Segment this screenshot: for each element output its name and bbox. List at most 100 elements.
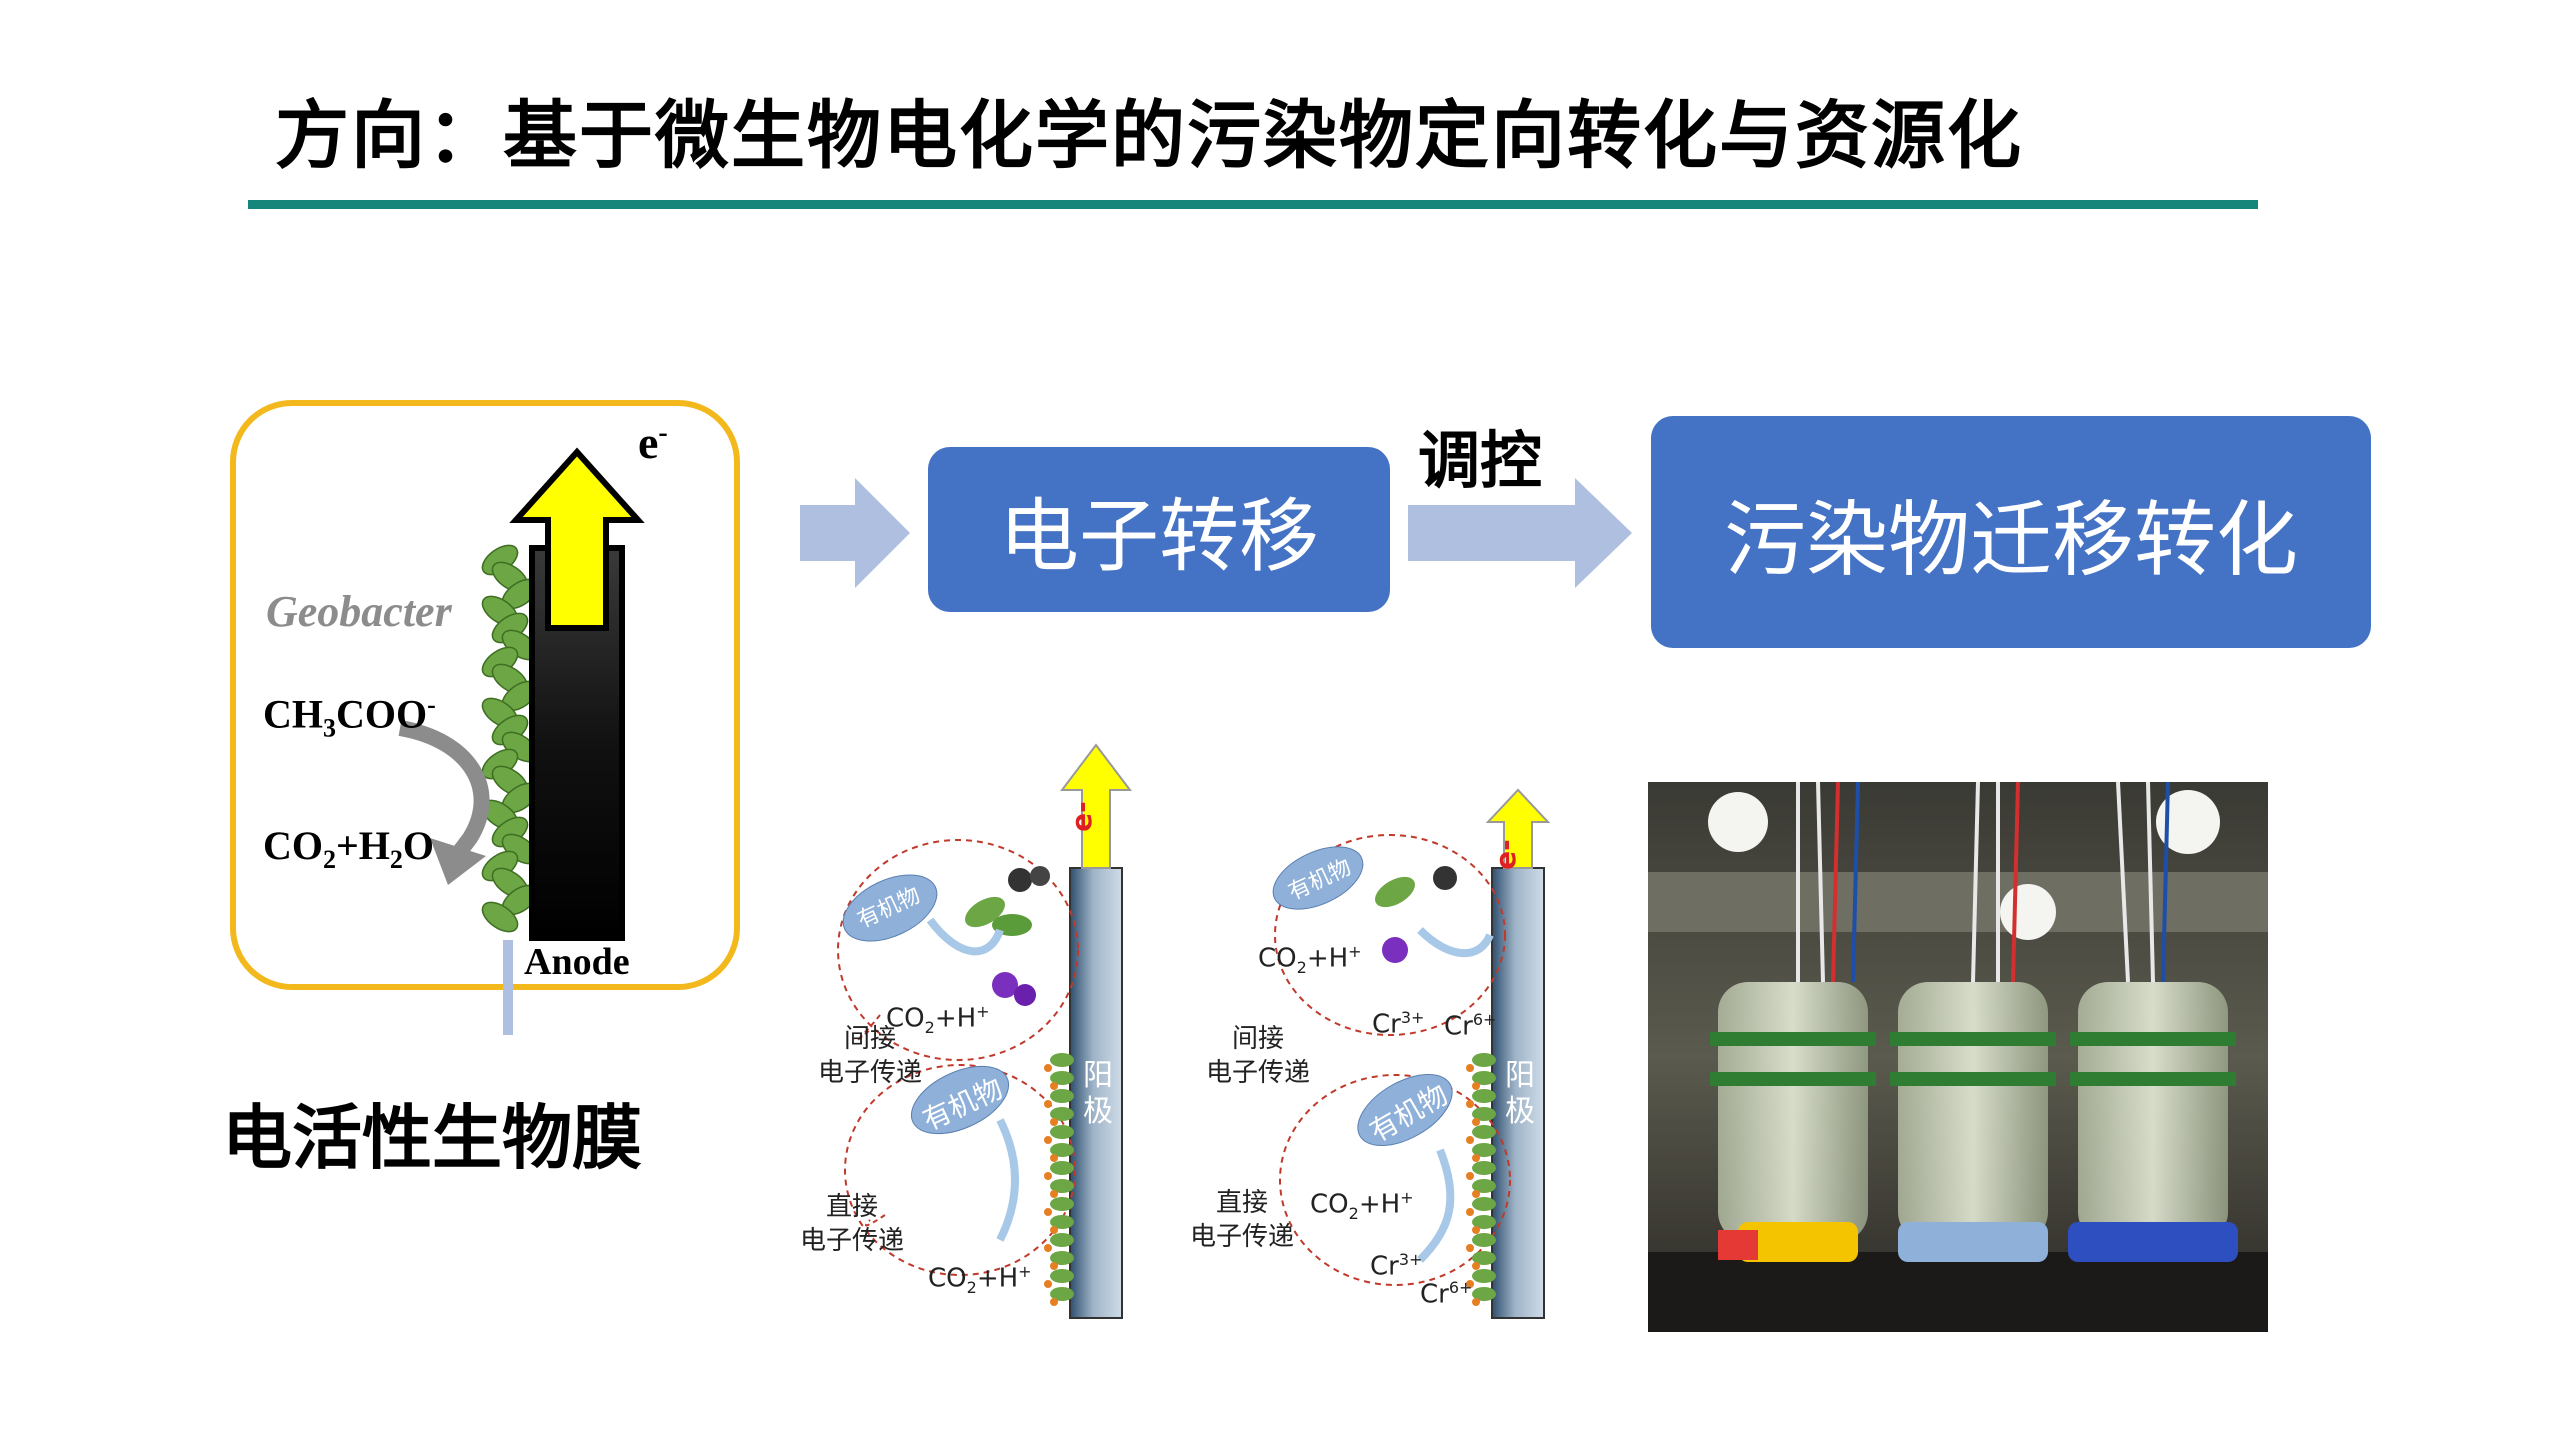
direct-connector-left <box>865 1214 886 1227</box>
biofilm-cell <box>1472 1251 1496 1265</box>
mediator-dot <box>1472 1190 1480 1198</box>
flow-curve-right-2 <box>1417 1148 1455 1263</box>
flow-arrow-2 <box>1408 478 1632 588</box>
microbe-left-2 <box>992 914 1032 936</box>
mediator-dot <box>1044 1244 1052 1252</box>
mediator-dark-2 <box>1030 866 1050 886</box>
mediator-dot <box>1050 1262 1058 1270</box>
electrode-biofilm-left <box>1044 1053 1074 1306</box>
mediator-dot <box>1472 1298 1480 1306</box>
flow-curve-left-1 <box>926 917 1004 956</box>
reactor-2 <box>1890 982 2056 1262</box>
flow-arrow-1 <box>800 478 910 588</box>
biofilm-pointer <box>503 940 513 1035</box>
mediator-purple-right <box>1382 937 1408 963</box>
biofilm-cell <box>1472 1269 1496 1283</box>
cr3-label-top: Cr3+ <box>1372 1008 1425 1040</box>
microbe-right-1 <box>1375 876 1415 908</box>
biofilm-cell <box>1050 1161 1074 1175</box>
mediator-dot <box>1472 1226 1480 1234</box>
electron-label: e- <box>638 417 668 468</box>
mediator-dot <box>1044 1280 1052 1288</box>
biofilm-cell <box>1050 1143 1074 1157</box>
mediator-dot <box>1044 1208 1052 1216</box>
mediator-dot <box>1044 1064 1052 1072</box>
biofilm-cell <box>1472 1161 1496 1175</box>
conversion-curve-arrow <box>398 720 490 867</box>
biofilm-cell <box>1050 1107 1074 1121</box>
pollutant-transformation-box: 污染物迁移转化 <box>1651 416 2371 648</box>
electron-arrow-left <box>1059 743 1133 869</box>
direct-transfer-zone-left <box>844 1064 1076 1276</box>
electron-tag-right: e- <box>1488 839 1522 870</box>
biofilm-cell <box>1472 1089 1496 1103</box>
reactor-3 <box>2068 982 2238 1262</box>
mediator-dot <box>1466 1208 1474 1216</box>
reactor-photo <box>1648 782 2268 1332</box>
cr6-label-bottom: Cr6+ <box>1420 1278 1473 1310</box>
mediator-purple-1 <box>992 972 1018 998</box>
anode-tag-left: 阳极 <box>1083 1058 1113 1129</box>
indirect-transfer-zone-left <box>837 839 1079 1061</box>
biofilm-cell <box>1050 1179 1074 1193</box>
biofilm-cell <box>1472 1107 1496 1121</box>
biofilm-cell <box>1050 1233 1074 1247</box>
mediator-dot <box>1050 1226 1058 1234</box>
biofilm-cell <box>1050 1197 1074 1211</box>
biofilm-cell <box>1472 1143 1496 1157</box>
biofilm-cell <box>1050 1251 1074 1265</box>
indirect-label-right: 间接电子传递 <box>1206 1024 1311 1088</box>
direct-transfer-zone-right <box>1279 1074 1511 1286</box>
mediator-dot <box>1466 1064 1474 1072</box>
mediator-dot <box>1044 1136 1052 1144</box>
co2-label-right-mid: CO2+H+ <box>1310 1188 1414 1223</box>
anode-electrode-right <box>1491 867 1545 1319</box>
direct-label-left: 直接电子传递 <box>800 1192 905 1256</box>
biofilm-cell <box>1050 1053 1074 1067</box>
biofilm-cell <box>1472 1071 1496 1085</box>
organic-bubble-left-1 <box>842 874 938 942</box>
mediator-dot <box>1044 1172 1052 1180</box>
biofilm-cell <box>1050 1215 1074 1229</box>
organic-bubble-left-2 <box>910 1065 1010 1135</box>
mediator-dot <box>1472 1118 1480 1126</box>
mediator-dot <box>1472 1262 1480 1270</box>
mediator-dot <box>1472 1082 1480 1090</box>
biofilm-cell <box>1472 1287 1496 1301</box>
mediator-dot <box>1044 1100 1052 1108</box>
co2-label-left-bottom: CO2+H+ <box>928 1262 1032 1297</box>
reactor-photo-illustration <box>1648 782 2268 1332</box>
mediator-dot <box>1472 1154 1480 1162</box>
direct-label-right: 直接电子传递 <box>1190 1188 1295 1252</box>
mediator-dark-1 <box>1008 868 1032 892</box>
mediator-dot <box>1466 1172 1474 1180</box>
reactor-1 <box>1710 982 1876 1262</box>
flow-curve-right-1 <box>1417 927 1494 958</box>
mediator-dot <box>1466 1100 1474 1108</box>
mediator-dot <box>1466 1136 1474 1144</box>
co2-label-right-top: CO2+H+ <box>1258 942 1362 977</box>
biofilm-panel <box>230 400 740 990</box>
co2-label-left-top: CO2+H+ <box>886 1002 990 1037</box>
flow-curve-left-2 <box>996 1118 1019 1242</box>
biofilm-cell <box>1472 1125 1496 1139</box>
substrate-formula: CH3COO- <box>263 690 436 743</box>
electrode-biofilm-right <box>1466 1053 1496 1306</box>
mediator-dot <box>1050 1298 1058 1306</box>
biofilm-cell <box>1472 1215 1496 1229</box>
geobacter-label: Geobacter <box>266 587 452 636</box>
product-formula: CO2+H2O <box>263 823 435 874</box>
conversion-arrow-head <box>430 838 486 885</box>
biofilm-cell <box>1472 1053 1496 1067</box>
biofilm-cell <box>1050 1287 1074 1301</box>
organic-bubble-right-1 <box>1272 846 1364 910</box>
anode-tag-right: 阳极 <box>1505 1058 1535 1129</box>
biofilm-cell <box>1050 1125 1074 1139</box>
biofilm-caption: 电活性生物膜 <box>222 1097 642 1179</box>
indirect-connector-left <box>855 1014 881 1042</box>
biofilm-cell <box>481 901 519 933</box>
cr6-label-top: Cr6+ <box>1444 1010 1497 1042</box>
